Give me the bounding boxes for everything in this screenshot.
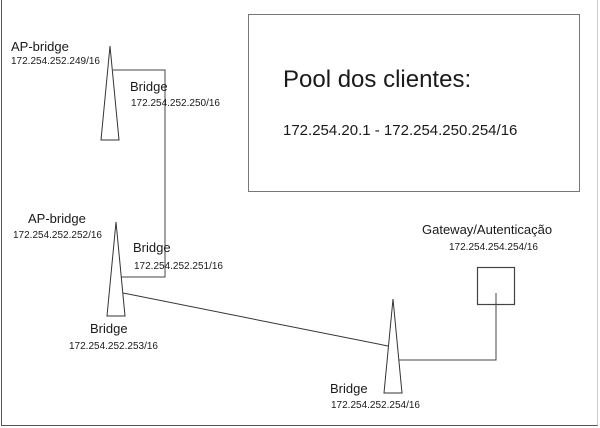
node-br2-ip: 172.254.252.251/16	[134, 261, 223, 272]
node-br3-name: Bridge	[90, 321, 128, 336]
antenna-bridge-4-icon	[383, 298, 403, 394]
node-gateway-ip: 172.254.254.254/16	[449, 242, 538, 253]
node-br1-name: Bridge	[130, 79, 168, 94]
node-ap2-name: AP-bridge	[28, 211, 86, 226]
node-ap1-ip: 172.254.252.249/16	[11, 56, 100, 67]
antenna-ap-bridge-2-icon	[106, 221, 126, 317]
link-ap2-bridge4	[122, 292, 389, 347]
antenna-ap-bridge-1-icon	[100, 45, 120, 141]
node-br3-ip: 172.254.252.253/16	[69, 341, 158, 352]
link-ap1-ap2	[113, 69, 166, 278]
node-br1-ip: 172.254.252.250/16	[131, 98, 220, 109]
node-br4-ip: 172.254.252.254/16	[331, 400, 420, 411]
pool-range: 172.254.20.1 - 172.254.250.254/16	[283, 122, 518, 139]
node-ap2-ip: 172.254.252.252/16	[13, 230, 102, 241]
node-ap1-name: AP-bridge	[11, 39, 69, 54]
link-bridge4-gateway	[399, 293, 497, 361]
node-br4-name: Bridge	[330, 381, 368, 396]
gateway-server-icon	[476, 266, 516, 306]
node-gateway-name: Gateway/Autenticação	[422, 222, 553, 237]
pool-title: Pool dos clientes:	[283, 66, 472, 93]
node-br2-name: Bridge	[133, 240, 171, 255]
client-pool-box	[248, 14, 580, 192]
